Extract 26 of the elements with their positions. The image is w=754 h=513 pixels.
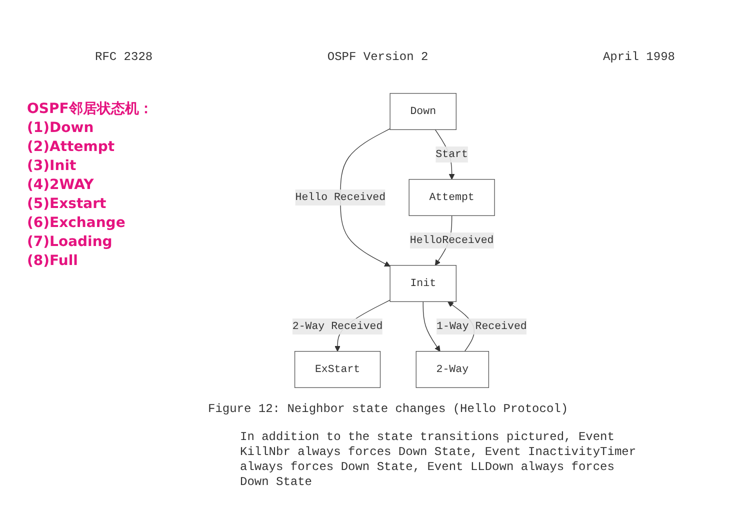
edge-label: Hello Received	[296, 191, 386, 204]
arrow	[423, 301, 441, 352]
note-paragraph: In addition to the state transitions pictured, Event KillNbr always forces Down State, Event InactivityTimer always forces Down State, Event LLDown always forces Down State	[240, 430, 638, 490]
arrow	[340, 128, 391, 267]
node-box: Attempt	[409, 179, 496, 216]
list-item: (6)Exchange	[27, 214, 126, 233]
edge-label: Start	[436, 148, 468, 161]
list-item: (4)2WAY	[27, 176, 95, 195]
edge-label: 1-Way Received	[436, 320, 528, 333]
node-box: ExStart	[294, 351, 381, 388]
list-heading: OSPF邻居状态机：	[27, 100, 154, 119]
header-text: April 1998	[602, 50, 675, 64]
edge-label: HelloReceived	[410, 234, 494, 247]
header-text: RFC 2328	[95, 50, 153, 64]
list-item: (8)Full	[27, 252, 79, 271]
node-box: Down	[390, 93, 457, 130]
node-box: 2-Way	[416, 351, 490, 388]
list-item: (1)Down	[27, 119, 95, 138]
list-item: (3)Init	[27, 157, 78, 176]
list-item: (7)Loading	[27, 233, 114, 252]
header-text: OSPF Version 2	[327, 50, 428, 64]
list-item: (2)Attempt	[27, 138, 116, 157]
node-box: Init	[390, 265, 457, 302]
figure-caption: Figure 12: Neighbor state changes (Hello Protocol)	[208, 402, 568, 416]
edge-label: 2-Way Received	[292, 320, 384, 333]
list-item: (5)Exstart	[27, 195, 108, 214]
